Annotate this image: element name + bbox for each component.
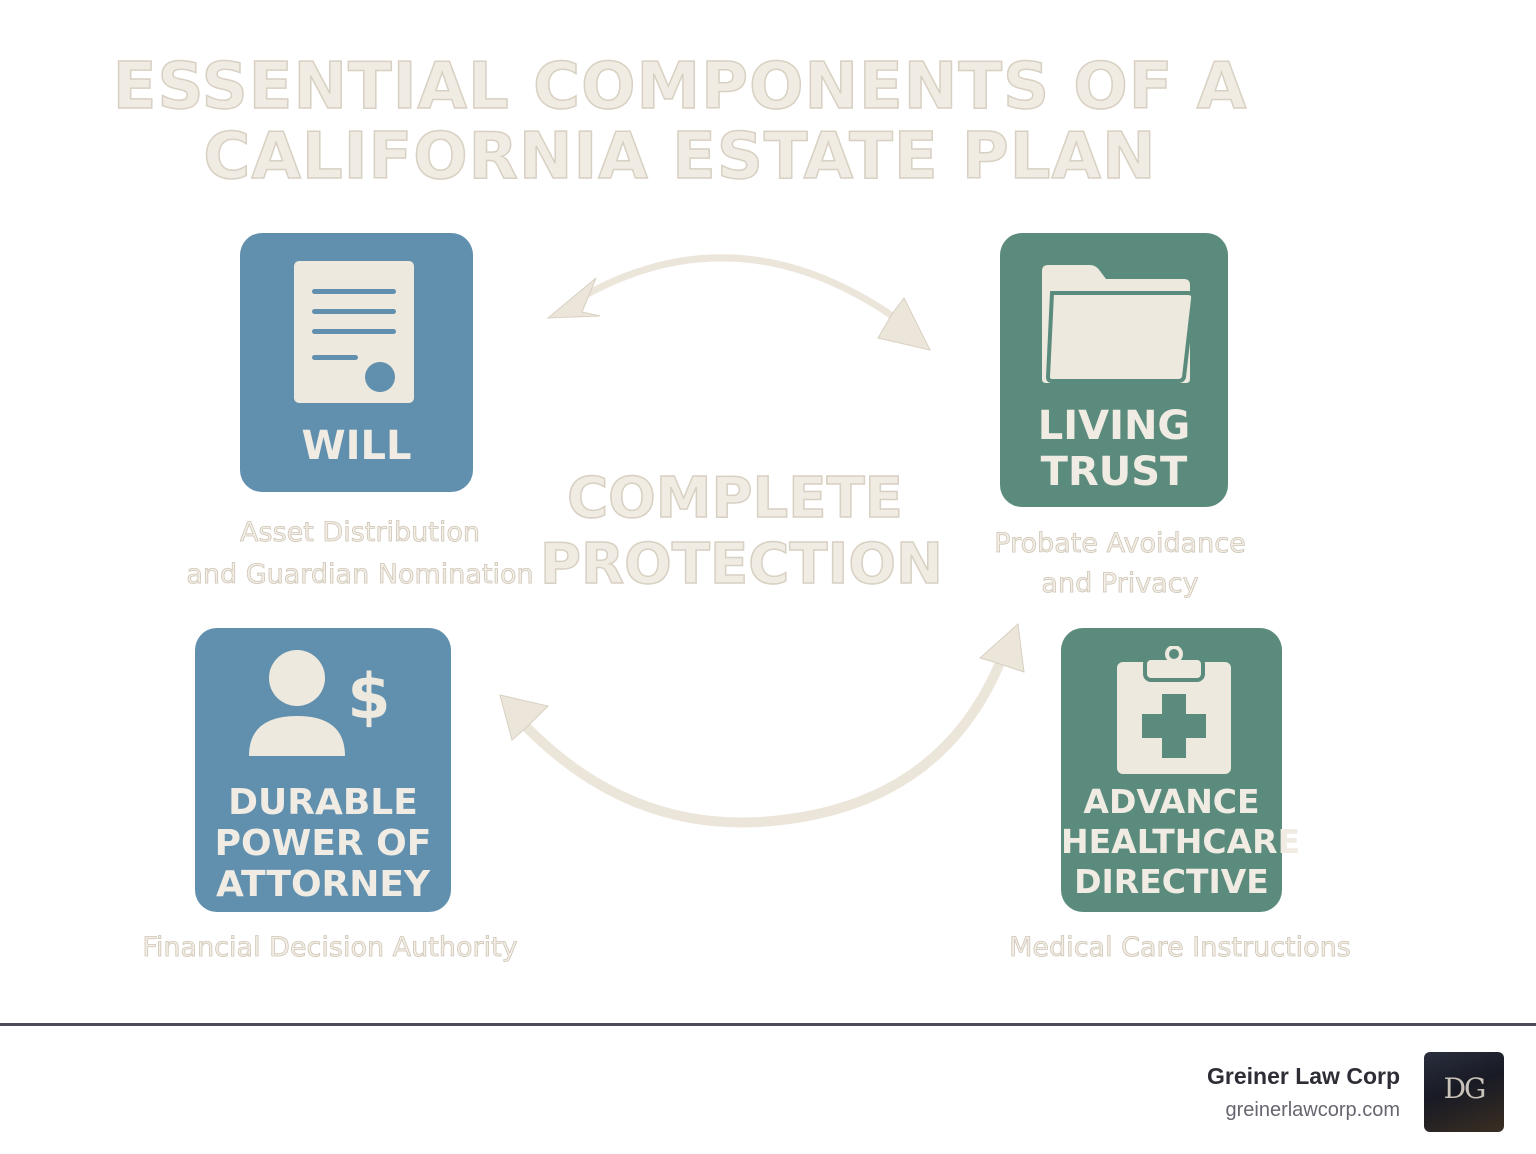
brand-logo: DG <box>1424 1052 1504 1132</box>
durable-poa-label: DURABLE POWER OF ATTORNEY <box>214 782 432 905</box>
living-trust-caption: Probate Avoidance and Privacy <box>994 528 1246 600</box>
brand-url: greinerlawcorp.com <box>1225 1099 1400 1121</box>
brand-name: Greiner Law Corp <box>1207 1063 1400 1089</box>
title-line-1: ESSENTIAL COMPONENTS OF A <box>112 50 1248 124</box>
durable-poa-caption: Financial Decision Authority <box>142 932 518 964</box>
durable-poa-card: $ DURABLE POWER OF ATTORNEY <box>195 628 451 912</box>
logo-monogram: DG <box>1443 1072 1487 1105</box>
living-trust-card: LIVING TRUST <box>1000 233 1228 507</box>
healthcare-directive-label: ADVANCE HEALTHCARE DIRECTIVE <box>1061 782 1301 901</box>
title-line-2: CALIFORNIA ESTATE PLAN <box>203 120 1157 194</box>
folder-icon <box>1042 265 1196 383</box>
center-line-1: COMPLETE <box>566 465 903 532</box>
top-double-arrow <box>546 254 931 351</box>
svg-text:$: $ <box>347 660 390 733</box>
will-caption: Asset Distribution and Guardian Nominati… <box>186 517 534 591</box>
bottom-double-arrow <box>499 622 1025 828</box>
medical-clipboard-icon <box>1117 646 1231 774</box>
document-with-seal-icon <box>294 261 414 403</box>
will-card: WILL <box>240 233 473 492</box>
living-trust-label: LIVING TRUST <box>1037 403 1191 495</box>
center-statement: COMPLETE PROTECTION <box>539 465 943 598</box>
diagram-title: ESSENTIAL COMPONENTS OF A CALIFORNIA EST… <box>0 50 1360 194</box>
footer-divider <box>0 1023 1536 1026</box>
healthcare-directive-card: ADVANCE HEALTHCARE DIRECTIVE <box>1061 628 1301 912</box>
will-label: WILL <box>301 423 412 469</box>
person-dollar-icon: $ <box>249 650 391 756</box>
healthcare-directive-caption: Medical Care Instructions <box>1009 932 1352 964</box>
center-line-2: PROTECTION <box>539 531 943 598</box>
